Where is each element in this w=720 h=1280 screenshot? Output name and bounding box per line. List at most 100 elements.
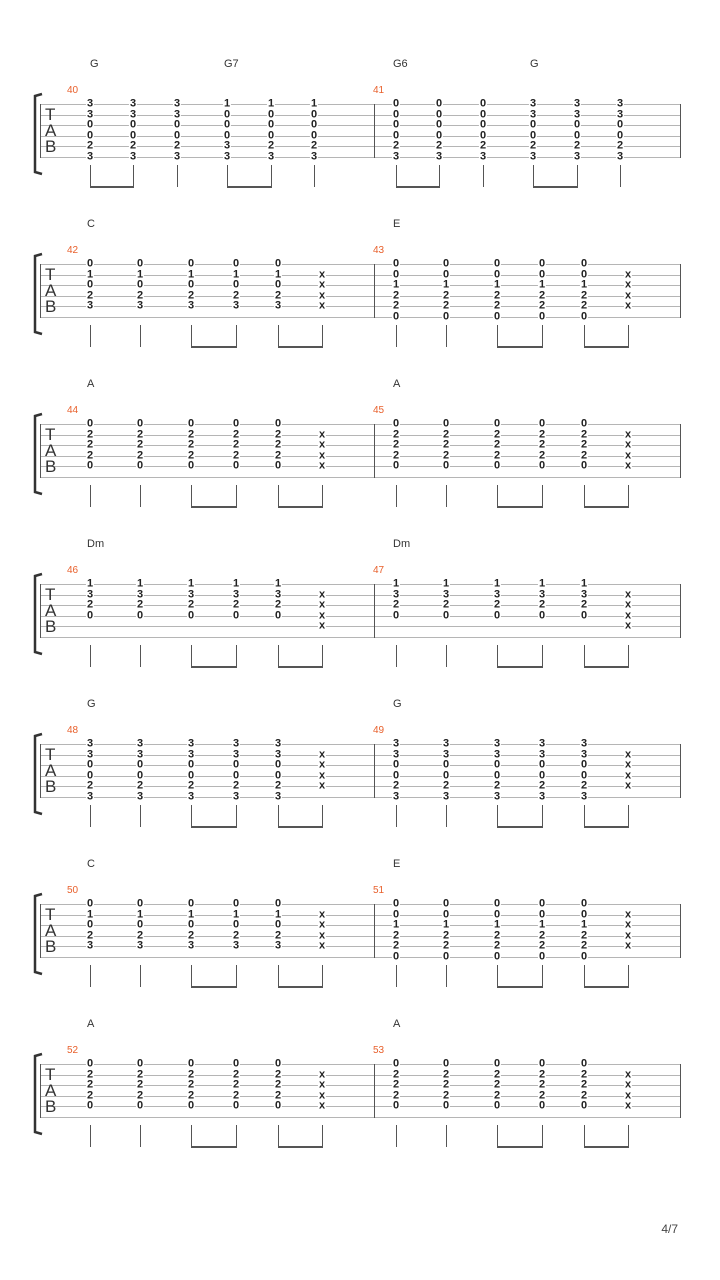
fret-number: 2 [441,1078,451,1091]
system-brace [33,1052,43,1136]
fret-number: 2 [492,428,502,441]
note-stem [322,965,323,987]
fret-number: 0 [537,268,547,281]
fret-number: 0 [615,118,625,131]
fret-number: 0 [186,459,196,472]
fret-number: x [317,1089,327,1102]
note-beam [278,1146,323,1148]
fret-number: 3 [135,748,145,761]
note-beam [584,506,629,508]
note-stem [584,1125,585,1147]
fret-number: 0 [441,897,451,910]
note-stem [278,965,279,987]
fret-number: x [623,769,633,782]
fret-number: 0 [273,769,283,782]
fret-number: 2 [135,1078,145,1091]
note-stem [140,805,141,827]
note-stem [446,325,447,347]
fret-number: 2 [528,139,538,152]
fret-number: x [623,758,633,771]
note-beam [584,986,629,988]
fret-number: 0 [492,758,502,771]
fret-number: 1 [222,97,232,110]
fret-number: 2 [186,1078,196,1091]
string-line [40,925,681,926]
fret-number: 3 [273,588,283,601]
bar-line [680,424,681,478]
fret-number: 0 [572,129,582,142]
fret-number: 2 [85,289,95,302]
tab-clef-letter: T [45,1065,56,1084]
fret-number: 2 [579,299,589,312]
note-stem [628,645,629,667]
string-line [40,456,681,457]
fret-number: 3 [391,790,401,803]
fret-number: 2 [537,1089,547,1102]
fret-number: 2 [492,1089,502,1102]
note-stem [584,805,585,827]
tab-clef-letter: A [45,761,57,780]
note-beam [533,186,578,188]
fret-number: 3 [186,748,196,761]
fret-number: 0 [579,310,589,323]
fret-number: x [623,609,633,622]
fret-number: 0 [579,257,589,270]
fret-number: 3 [231,588,241,601]
note-stem [191,965,192,987]
fret-number: 0 [391,1099,401,1112]
fret-number: 1 [135,908,145,921]
note-stem [133,165,134,187]
fret-number: 2 [85,1078,95,1091]
fret-number: x [317,459,327,472]
fret-number: 1 [85,577,95,590]
tab-staff [40,264,681,318]
fret-number: 3 [128,108,138,121]
fret-number: 0 [231,417,241,430]
fret-number: 1 [309,97,319,110]
note-stem [542,485,543,507]
fret-number: 0 [492,257,502,270]
fret-number: 0 [231,1099,241,1112]
fret-number: 1 [537,278,547,291]
fret-number: 2 [273,449,283,462]
note-stem [322,645,323,667]
note-beam [497,506,543,508]
fret-number: 0 [391,310,401,323]
fret-number: 2 [441,289,451,302]
fret-number: 0 [478,129,488,142]
fret-number: 2 [391,1078,401,1091]
fret-number: 2 [85,438,95,451]
tab-clef-letter: A [45,121,57,140]
chord-name: C [87,858,95,870]
note-stem [628,1125,629,1147]
note-stem [90,325,91,347]
fret-number: 0 [537,1099,547,1112]
fret-number: 0 [537,1057,547,1070]
fret-number: 3 [231,790,241,803]
fret-number: 0 [85,278,95,291]
bar-line [680,584,681,638]
fret-number: 2 [309,139,319,152]
fret-number: x [623,1078,633,1091]
fret-number: 3 [391,588,401,601]
fret-number: 3 [528,97,538,110]
tab-staff [40,1064,681,1118]
fret-number: 0 [266,108,276,121]
fret-number: 2 [231,1089,241,1102]
note-beam [191,666,237,668]
fret-number: 0 [186,769,196,782]
fret-number: x [623,428,633,441]
fret-number: 3 [492,790,502,803]
fret-number: 0 [231,278,241,291]
chord-name: E [393,218,401,230]
fret-number: x [623,438,633,451]
note-beam [90,186,134,188]
fret-number: x [317,1078,327,1091]
fret-number: 0 [537,459,547,472]
tab-clef-letter: B [45,777,57,796]
fret-number: 1 [231,908,241,921]
fret-number: 3 [222,150,232,163]
measure-number: 50 [67,885,79,896]
fret-number: 2 [537,299,547,312]
